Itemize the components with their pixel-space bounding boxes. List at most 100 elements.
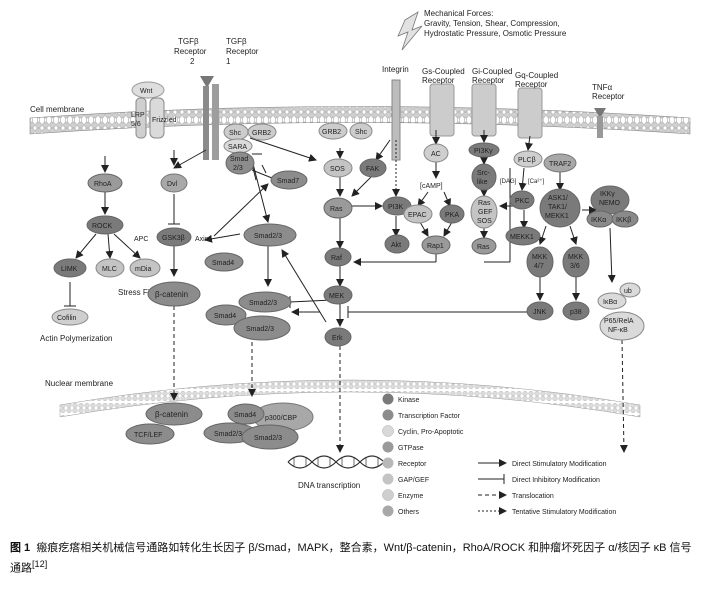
pathway-arrows	[64, 130, 628, 453]
nuclear-membrane-label: Nuclear membrane	[45, 379, 114, 388]
ask1-label-2: TAK1/	[548, 204, 567, 211]
figure-caption: 图 1 瘢痕疙瘩相关机械信号通路如转化生长因子 β/Smad，MAPK，整合素，…	[10, 540, 692, 577]
tnfa-label-2: Receptor	[592, 92, 625, 101]
legend-kinase-swatch	[382, 393, 394, 405]
wnt-label: Wnt	[140, 88, 153, 95]
legend-kind-0: Kinase	[398, 397, 420, 404]
lrp-receptor	[135, 97, 147, 139]
pi3kg-label: PI3Kγ	[474, 148, 493, 155]
smad4-nuclear-label: Smad4	[234, 412, 256, 419]
traf2-node	[543, 153, 577, 173]
p65-node	[599, 311, 645, 341]
sara-label: SARA	[228, 144, 247, 151]
mdia-label: mDia	[135, 266, 151, 273]
mkk47-label-1: MKK	[532, 254, 548, 261]
rasgef-label-2: GEF	[478, 209, 492, 216]
p65-label-2: NF-κB	[608, 327, 628, 334]
limk-node	[53, 258, 87, 278]
epac-label: EPAC	[408, 212, 427, 219]
legend-kind-7: Others	[398, 509, 420, 516]
rhoa-node	[87, 173, 123, 193]
ca-label: [Ca²⁺]	[528, 178, 545, 185]
dvl-label: Dvl	[167, 181, 178, 188]
ask1-label-1: ASK1/	[548, 195, 568, 202]
legend-receptor-swatch	[382, 457, 394, 469]
mechanical-forces-title: Mechanical Forces:	[424, 9, 493, 18]
grb2-node-2	[318, 122, 348, 140]
gs-label-2: Receptor	[422, 76, 455, 85]
dag-label: [DAG]	[500, 179, 517, 185]
tgfb-ligand-icon	[200, 76, 214, 88]
rock-label: ROCK	[92, 223, 113, 230]
ikba-node	[597, 292, 627, 310]
ras-node	[323, 197, 353, 219]
ask1-label-3: MEKK1	[545, 213, 569, 220]
mkk47-label-2: 4/7	[534, 263, 544, 270]
ras-label: Ras	[330, 206, 343, 213]
legend: Kinase Transcription Factor Cyclin, Pro-…	[382, 393, 616, 517]
ikkb-label: IKKβ	[616, 217, 631, 224]
tgfb-complex: Shc GRB2 SARA Smad 2/3	[223, 123, 277, 175]
smad4-node	[204, 252, 244, 272]
rap1-node	[421, 235, 451, 255]
smad23-complex-node-1	[238, 291, 292, 313]
grb2-node-1	[247, 123, 277, 141]
cofilin-label: Cofilin	[57, 315, 77, 322]
legend-arrow-2: Translocation	[512, 493, 554, 500]
tgfb-r2-label-1: TGFβ	[178, 37, 199, 46]
mkk36-label-2: 3/6	[570, 263, 580, 270]
figure-caption-text: 瘢痕疙瘩相关机械信号通路如转化生长因子 β/Smad，MAPK，整合素，Wnt/…	[10, 542, 692, 575]
sos-label: SOS	[330, 166, 345, 173]
figure-caption-label: 图 1	[10, 542, 31, 554]
stress-fiber-label: Stress Fiber	[118, 288, 161, 297]
fak-node	[359, 158, 387, 178]
raf-node	[324, 247, 352, 267]
tnfa-label-1: TNFα	[592, 83, 613, 92]
mek-label: MEK	[329, 293, 345, 300]
bcat-node	[147, 281, 201, 307]
legend-kind-4: Receptor	[398, 461, 427, 468]
pka-label: PKA	[445, 212, 459, 219]
dna-helix-icon	[287, 455, 385, 469]
legend-kind-1: Transcription Factor	[398, 413, 461, 420]
pkc-node	[509, 190, 535, 210]
ub-node	[619, 282, 641, 298]
smad7-node	[270, 170, 308, 190]
erk-label: Erk	[332, 335, 343, 342]
tnfa-ligand-icon	[594, 108, 606, 118]
wnt-ligand	[131, 81, 165, 99]
ikba-label: IκBα	[603, 299, 617, 306]
ub-label: ub	[624, 288, 632, 295]
grb2-label-1: GRB2	[252, 130, 271, 137]
mekk1-label: MEKK1	[510, 234, 534, 241]
figure-caption-ref: [12]	[32, 559, 48, 569]
grb2-label-2: GRB2	[322, 129, 341, 136]
mkk47-node	[526, 246, 554, 278]
mechanical-forces-line2: Hydrostatic Pressure, Osmotic Pressure	[424, 29, 567, 38]
ras2-label: Ras	[477, 244, 490, 251]
legend-kind-5: GAP/GEF	[398, 477, 429, 484]
tcf-node	[125, 423, 175, 445]
tgfb-r2-label-3: 2	[190, 57, 195, 66]
tgfb-r2-label-2: Receptor	[174, 47, 207, 56]
mdia-node	[129, 258, 161, 278]
rasgef-label-1: Ras	[478, 200, 491, 207]
sos-node	[323, 158, 353, 178]
mechanical-forces-line1: Gravity, Tension, Shear, Compression,	[424, 19, 560, 28]
rap1-label: Rap1	[427, 243, 444, 250]
mkk36-label-1: MKK	[568, 254, 584, 261]
smad23-complex-node-2	[233, 315, 291, 341]
legend-enzyme-swatch	[382, 489, 394, 501]
gq-label-2: Receptor	[515, 80, 548, 89]
ikkg-label-1: IKKγ	[600, 191, 615, 198]
rasgef-label-3: SOS	[477, 218, 492, 225]
smad23-c1-label: Smad2/3	[249, 300, 277, 307]
cofilin-node	[51, 308, 89, 326]
src-node	[471, 163, 497, 191]
tgfb-receptor-1	[212, 84, 219, 160]
lrp-label-1: LRP	[131, 112, 145, 119]
smad23-nuclear-node-2	[241, 424, 299, 450]
nodes: GRB2 Shc SOS FAK Ras PI3K Akt Raf MEK Er…	[40, 122, 645, 450]
smad4-complex-node	[205, 304, 247, 326]
